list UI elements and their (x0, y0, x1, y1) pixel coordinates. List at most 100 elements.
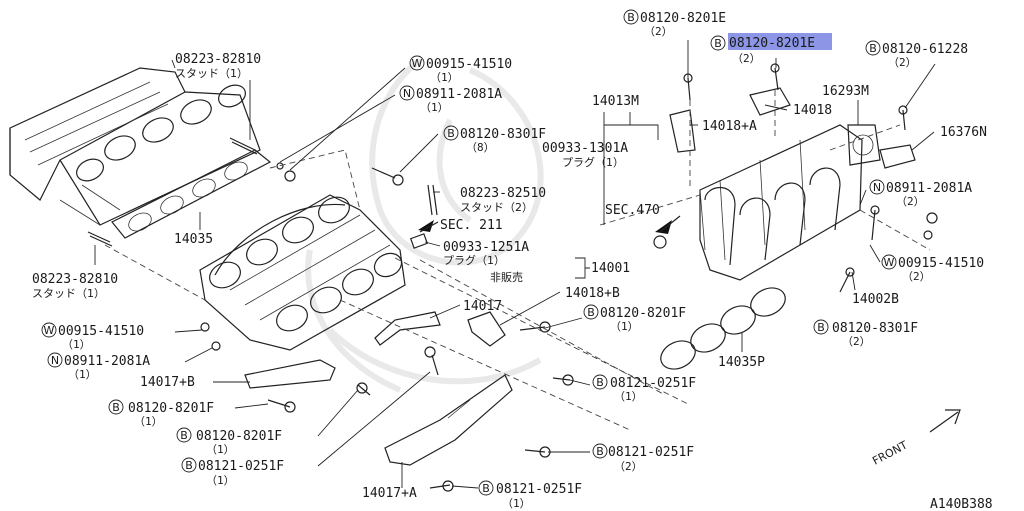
callout-l03[interactable]: N 08911-2081A （1） (399, 85, 502, 114)
callout-l22[interactable]: B 08121-0251F （2） (592, 443, 694, 473)
label-l26-part: 08120-8201E (729, 36, 815, 51)
label-l11-sub: スタッド（1） (32, 287, 105, 300)
callout-l16[interactable]: B 08120-8201F （1） (583, 304, 686, 333)
callout-l27[interactable]: B 08120-61228 （2） (865, 40, 968, 69)
l02-prefix: W (412, 57, 423, 70)
l15-prefix: N (51, 354, 59, 367)
label-l30-part: 14018 (793, 103, 832, 118)
bracket-14017-a (384, 374, 513, 466)
l36-prefix: W (884, 256, 895, 269)
l26-prefix: B (714, 37, 722, 50)
l18-prefix: B (112, 401, 120, 414)
label-l33-part: 16376N (940, 125, 987, 140)
label-l08-part: 非販売 (490, 271, 523, 284)
label-l25-sub: （2） (644, 25, 673, 38)
stud-top (229, 137, 258, 155)
leader-lines (94, 40, 936, 489)
label-l19-sub: （1） (614, 390, 643, 403)
l03-prefix: N (403, 87, 411, 100)
label-l35-part: 08911-2081A (886, 181, 972, 196)
label-l37-part: 14002B (852, 292, 899, 307)
callout-l04[interactable]: B 08120-8301F （8） (443, 125, 546, 154)
callout-l26[interactable]: B 08120-8201E （2） (710, 35, 815, 65)
l20-prefix: B (180, 429, 188, 442)
label-l23-part: 14017+A (362, 486, 417, 501)
callout-l38[interactable]: B 08120-8301F （2） (813, 319, 918, 348)
label-l11-part: 08223-82810 (32, 272, 118, 287)
label-l12-part: 14017 (463, 299, 502, 314)
label-l10-part: 14035 (174, 232, 213, 247)
label-l06-part: SEC. 211 (440, 218, 503, 233)
label-l01-part: 08223-82810 (175, 52, 261, 67)
l25-prefix: B (627, 11, 635, 24)
callout-l19[interactable]: B 08121-0251F （1） (592, 374, 696, 403)
cylinder-head-cover (9, 67, 261, 226)
stud-left (87, 231, 113, 247)
callout-l02[interactable]: W 00915-41510 （1） (409, 55, 512, 84)
label-l05-part: 08223-82510 (460, 186, 546, 201)
label-l18-sub: （1） (134, 415, 163, 428)
l24-prefix: B (482, 482, 490, 495)
callout-l21[interactable]: B 08121-0251F （1） (181, 457, 284, 487)
front-arrow-icon (929, 409, 961, 433)
label-l03-part: 08911-2081A (416, 87, 502, 102)
label-l02-part: 00915-41510 (426, 57, 512, 72)
label-l01-sub: スタッド（1） (175, 67, 248, 80)
bracket-14017-b (244, 359, 336, 389)
label-l22-sub: （2） (614, 460, 643, 473)
callout-l14[interactable]: W 00915-41510 （1） (41, 322, 144, 351)
label-l02-sub: （1） (430, 71, 459, 84)
label-l05-sub: スタッド（2） (460, 201, 533, 214)
label-l07-sub: プラグ（1） (443, 253, 505, 267)
label-l26-sub: （2） (732, 52, 761, 65)
bolts-right (653, 63, 938, 293)
callout-l18[interactable]: B 08120-8201F （1） (108, 399, 214, 428)
alignment-dashes (104, 90, 931, 431)
l22-prefix: B (596, 445, 604, 458)
callout-l20[interactable]: B 08120-8201F （1） (176, 427, 282, 456)
label-l28-part: 14013M (592, 94, 639, 109)
label-l25-part: 08120-8201E (640, 11, 726, 26)
callout-l24[interactable]: B 08121-0251F （1） (478, 480, 582, 510)
label-l04-sub: （8） (466, 141, 495, 154)
label-l29-part: 14018+A (702, 119, 757, 134)
l27-prefix: B (869, 42, 877, 55)
label-l38-part: 08120-8301F (832, 321, 918, 336)
label-l18-part: 08120-8201F (128, 401, 214, 416)
label-l04-part: 08120-8301F (460, 127, 546, 142)
label-l22-part: 08121-0251F (608, 445, 694, 460)
label-l14-sub: （1） (62, 338, 91, 351)
labels: 08223-82810 スタッド（1） W 00915-41510 （1） N … (32, 9, 993, 511)
label-l32-part: 00933-1301A (542, 141, 628, 156)
sec-211-arrow-icon (418, 220, 439, 233)
intake-manifold-14001 (199, 194, 406, 351)
callout-l25[interactable]: B 08120-8201E （2） (623, 9, 726, 38)
label-l07-part: 00933-1251A (443, 240, 529, 255)
label-l17-part: 14017+B (140, 375, 195, 390)
diagram-code: A140B388 (930, 497, 993, 511)
front-label: FRONT (870, 438, 910, 467)
l14-prefix: W (44, 324, 55, 337)
label-l19-part: 08121-0251F (610, 376, 696, 391)
throttle-flange-16293M (847, 124, 881, 166)
label-l39-part: 14035P (718, 355, 765, 370)
label-l16-sub: （1） (610, 320, 639, 333)
head-ports (76, 84, 246, 182)
label-l24-part: 08121-0251F (496, 482, 582, 497)
label-l03-sub: （1） (420, 101, 449, 114)
gasket-14035P (660, 287, 786, 370)
callout-l35[interactable]: N 08911-2081A （2） (869, 179, 972, 208)
sec-470-arrow-icon (655, 215, 681, 234)
label-l09-part: 14001 (591, 261, 630, 276)
label-l32-sub: プラグ（1） (562, 155, 624, 169)
callout-l36[interactable]: W 00915-41510 （2） (881, 254, 984, 283)
l35-prefix: N (873, 181, 881, 194)
label-l15-sub: （1） (68, 368, 97, 381)
callout-l15[interactable]: N 08911-2081A （1） (47, 352, 150, 381)
label-l36-part: 00915-41510 (898, 256, 984, 271)
bracket-14018 (749, 87, 791, 116)
label-l15-part: 08911-2081A (64, 354, 150, 369)
l04-prefix: B (447, 127, 455, 140)
